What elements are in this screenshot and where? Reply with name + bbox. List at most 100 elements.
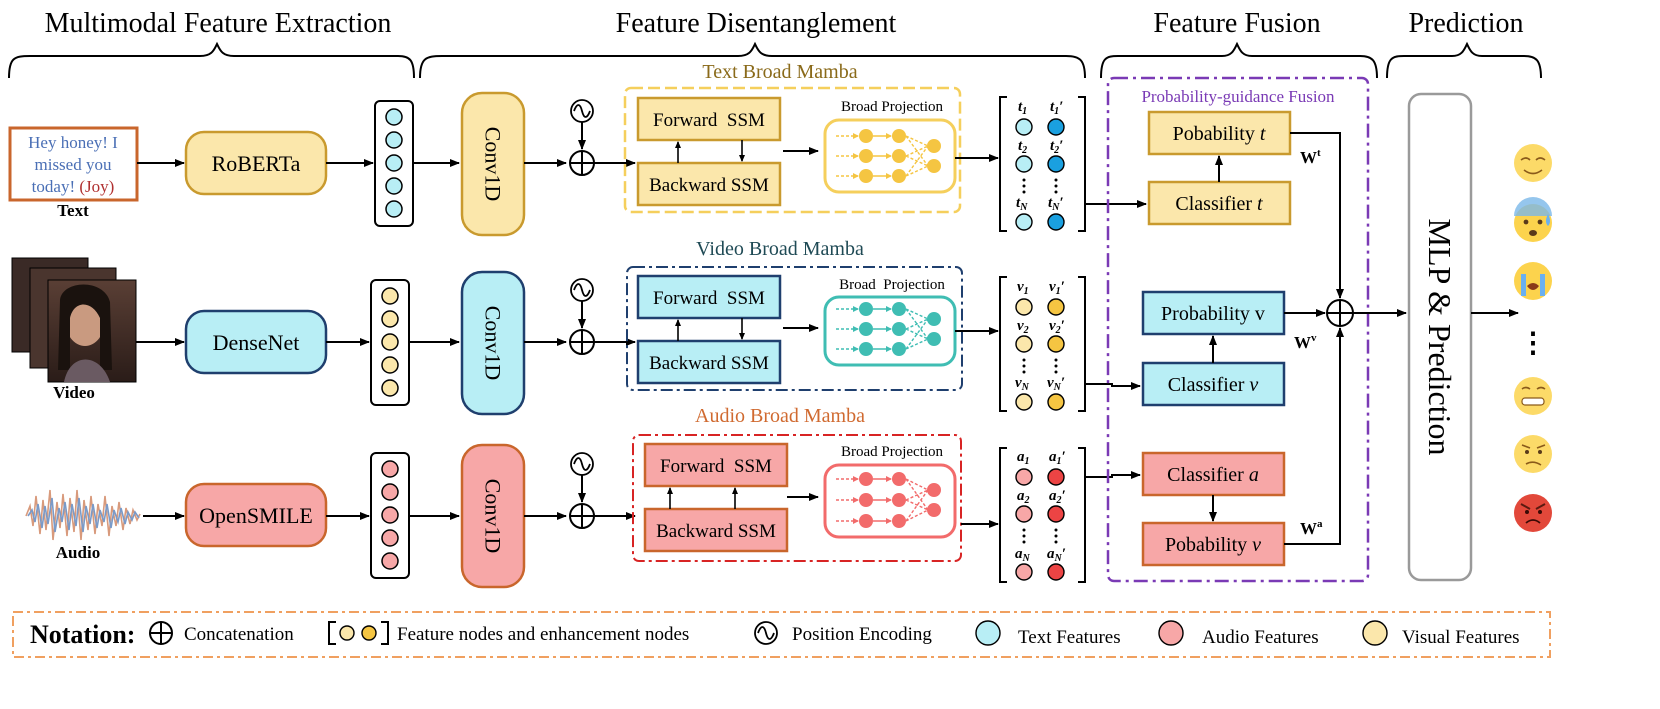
- mlp-prediction-box: [1407, 92, 1473, 582]
- section-headers: Multimodal Feature Extraction Feature Di…: [8, 8, 1542, 79]
- text-input-box: [8, 126, 139, 202]
- brace-disentanglement: [419, 41, 1086, 79]
- classifier-v-label: Classifier v: [1168, 374, 1259, 396]
- classifier-a-label: Classifier a: [1167, 464, 1259, 486]
- audio-broad-projection-box: [823, 463, 957, 539]
- fusion-title: Probability-guidance Fusion: [1141, 87, 1335, 106]
- audio-mamba-title: Audio Broad Mamba: [695, 405, 865, 427]
- text-broad-projection-label: Broad Projection: [841, 99, 944, 115]
- legend-visual-features-icon: [1362, 620, 1388, 646]
- audio-feature-nodes: [1015, 468, 1065, 581]
- legend-nodes-bracket-right: [381, 621, 389, 645]
- video-feature-bracket: [999, 276, 1086, 412]
- emotion-ellipsis: ⋮: [1519, 328, 1547, 359]
- svg-text:aN′: aN′: [1047, 546, 1066, 564]
- legend-feature-nodes: Feature nodes and enhancement nodes: [397, 624, 689, 645]
- mlp-prediction-label: MLP & Prediction: [1422, 218, 1458, 455]
- emotion-crying-icon: [1514, 262, 1552, 300]
- audio-forward-ssm: [643, 442, 789, 488]
- svg-text:t2′: t2′: [1050, 138, 1063, 156]
- video-row: Video DenseNet Conv1D Video Broad Mamba …: [11, 238, 1141, 416]
- video-forward-ssm: [636, 274, 782, 320]
- audio-backward-ssm-label: Backward SSM: [656, 521, 776, 542]
- legend-nodes-bracket-left: [328, 621, 336, 645]
- text-token-nodes: [385, 108, 403, 218]
- brace-prediction: [1386, 41, 1542, 79]
- video-broad-projection-box: [823, 295, 957, 367]
- text-forward-ssm: [636, 96, 782, 142]
- opensmile-label: OpenSMILE: [199, 503, 313, 528]
- svg-text:a2′: a2′: [1049, 488, 1066, 506]
- text-projection-nodes: [859, 129, 941, 183]
- pobability-a-box: [1141, 521, 1286, 567]
- audio-forward-ssm-label: Forward SSM: [660, 456, 772, 477]
- audio-feature-labels: a1 a1′ a2 a2′ aN aN′: [1015, 449, 1066, 564]
- text-input-label: Text: [57, 201, 89, 220]
- video-broad-projection-label: Broad Projection: [839, 277, 945, 293]
- video-feature-nodes: [1015, 298, 1065, 411]
- notation-title: Notation:: [30, 620, 135, 649]
- section-title-prediction: Prediction: [1408, 8, 1523, 39]
- weight-a: Wa: [1300, 518, 1323, 538]
- text-conv1d-label: Conv1D: [481, 127, 506, 202]
- audio-mamba-box: [632, 434, 962, 562]
- probability-v-box: [1141, 290, 1286, 336]
- legend-node-feature: [339, 625, 355, 641]
- audio-feature-dots: [1022, 528, 1058, 544]
- svg-text:tN′: tN′: [1048, 195, 1064, 213]
- text-feature-dots: [1022, 178, 1058, 194]
- svg-text:a1′: a1′: [1049, 449, 1066, 467]
- audio-input-label: Audio: [56, 543, 100, 562]
- weight-v: Wv: [1294, 332, 1317, 352]
- legend-node-enhancement: [361, 625, 377, 641]
- prediction-block: MLP & Prediction ⋮: [1407, 92, 1552, 582]
- svg-text:vN′: vN′: [1047, 375, 1065, 393]
- svg-text:tN: tN: [1016, 195, 1028, 213]
- svg-text:aN: aN: [1015, 546, 1031, 564]
- legend-visual-features: Visual Features: [1402, 627, 1520, 648]
- brace-extraction: [8, 41, 415, 79]
- video-feature-dots: [1022, 358, 1058, 374]
- video-backward-ssm-label: Backward SSM: [649, 353, 769, 374]
- text-backward-ssm-label: Backward SSM: [649, 175, 769, 196]
- section-title-extraction: Multimodal Feature Extraction: [45, 8, 392, 39]
- video-input-label: Video: [53, 383, 95, 402]
- svg-text:a2: a2: [1017, 488, 1030, 506]
- text-backward-ssm: [636, 161, 782, 207]
- audio-token-nodes: [381, 460, 399, 570]
- text-mamba-title: Text Broad Mamba: [702, 61, 857, 83]
- emotion-relieved-icon: [1514, 144, 1552, 182]
- text-input-line3: today! (Joy): [32, 177, 115, 196]
- weight-t: Wt: [1300, 147, 1321, 167]
- svg-text:t1: t1: [1018, 99, 1027, 117]
- legend-audio-features: Audio Features: [1202, 627, 1319, 648]
- section-title-fusion: Feature Fusion: [1153, 8, 1320, 39]
- probability-v-label: Probability v: [1161, 303, 1265, 325]
- video-backward-ssm: [636, 339, 782, 385]
- text-input-line2: missed you: [35, 155, 112, 174]
- fusion-block: Probability-guidance Fusion Pobability t…: [1106, 76, 1407, 583]
- audio-waveform-icon: [25, 489, 141, 541]
- legend-concatenation: Concatenation: [184, 624, 294, 645]
- svg-text:v1′: v1′: [1049, 279, 1065, 297]
- densenet-label: DenseNet: [213, 330, 300, 355]
- brace-fusion: [1100, 41, 1378, 79]
- video-projection-network: [836, 306, 929, 352]
- video-frames: [11, 257, 137, 383]
- section-title-disentanglement: Feature Disentanglement: [616, 8, 897, 39]
- text-row: Hey honey! I missed you today! (Joy) Tex…: [8, 61, 1147, 237]
- svg-text:v1: v1: [1017, 279, 1029, 297]
- text-input-line1: Hey honey! I: [28, 133, 118, 152]
- text-input-line3a: today!: [32, 177, 75, 196]
- pobability-a-label: Pobability v: [1165, 534, 1261, 556]
- svg-text:v2′: v2′: [1049, 318, 1065, 336]
- pobability-t-label: Pobability t: [1173, 123, 1266, 145]
- video-token-nodes: [381, 287, 399, 397]
- video-conv1d-label: Conv1D: [481, 306, 506, 381]
- text-feature-nodes: [1015, 118, 1065, 231]
- audio-projection-network: [836, 476, 929, 524]
- svg-text:t2: t2: [1018, 138, 1027, 156]
- classifier-t-label: Classifier t: [1175, 193, 1263, 215]
- audio-backward-ssm: [643, 507, 789, 553]
